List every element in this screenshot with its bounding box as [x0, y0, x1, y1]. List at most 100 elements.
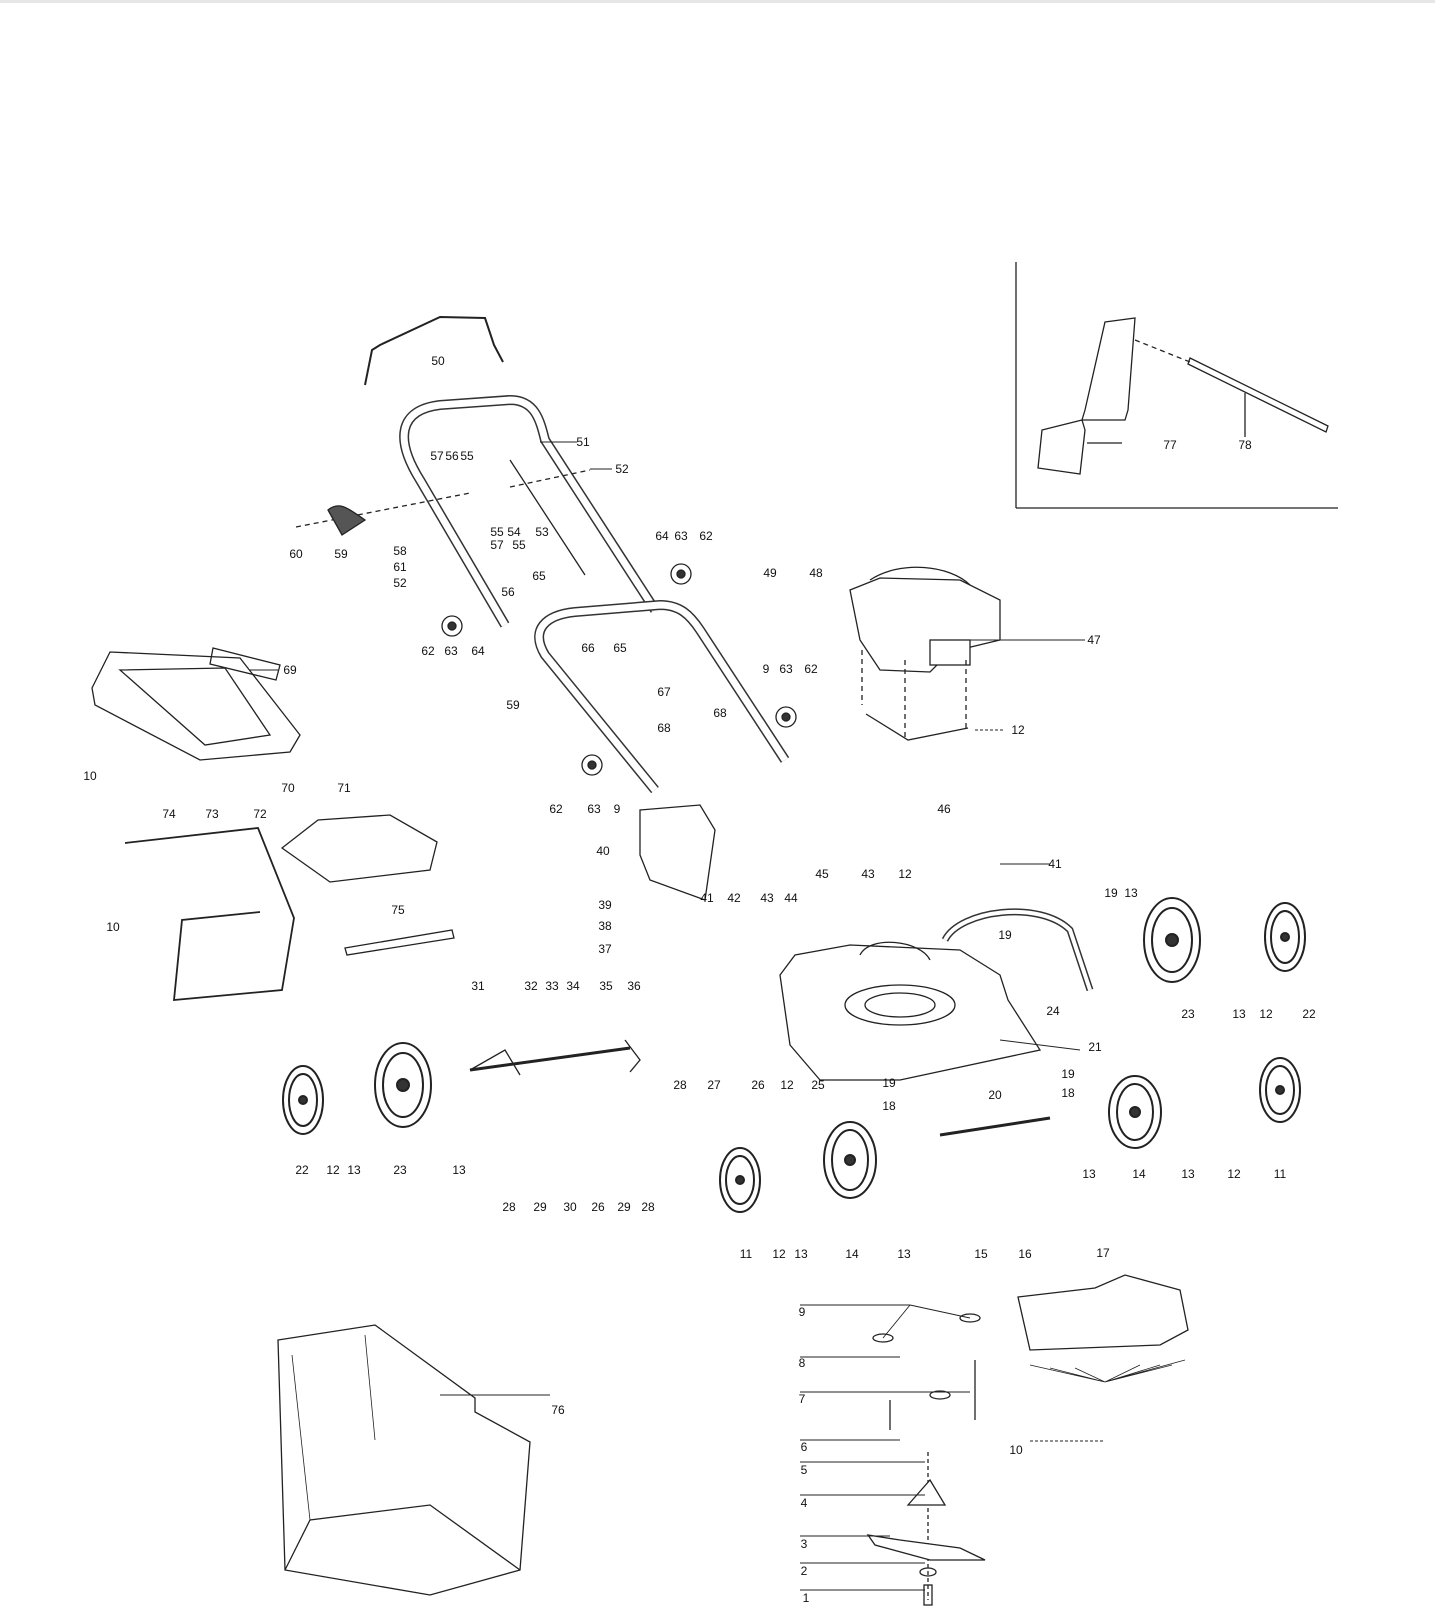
bag-top-shape: [91, 647, 301, 761]
part-number-label: 25: [811, 1078, 825, 1092]
part-number-label: 52: [393, 576, 407, 590]
part-number-label: 52: [615, 462, 629, 476]
leader-lines: [250, 441, 1105, 1591]
part-number-label: 77: [1163, 438, 1177, 452]
part-number-label: 58: [393, 544, 407, 558]
part-number-label: 55: [512, 538, 526, 552]
part-number-label: 68: [657, 721, 671, 735]
part-number-label: 27: [707, 1078, 721, 1092]
part-number-label: 3: [800, 1537, 808, 1551]
part-number-label: 13: [452, 1163, 466, 1177]
part-number-label: 61: [393, 560, 407, 574]
part-number-label: 62: [421, 644, 435, 658]
blade-assembly-shape: [866, 1313, 986, 1606]
part-number-label: 59: [334, 547, 348, 561]
part-number-label: 55: [490, 525, 504, 539]
part-number-label: 9: [613, 802, 621, 816]
engine-shape: [849, 566, 1001, 741]
inset-box: [1015, 262, 1338, 509]
part-number-label: 56: [445, 449, 459, 463]
part-number-label: 41: [1048, 857, 1062, 871]
part-number-label: 9: [762, 662, 770, 676]
part-number-label: 65: [532, 569, 546, 583]
part-number-label: 18: [882, 1099, 896, 1113]
part-number-label: 78: [1238, 438, 1252, 452]
part-number-label: 29: [533, 1200, 547, 1214]
part-number-label: 5: [800, 1463, 808, 1477]
part-number-label: 18: [1061, 1086, 1075, 1100]
part-number-label: 15: [974, 1247, 988, 1261]
part-number-label: 63: [779, 662, 793, 676]
part-number-label: 8: [798, 1356, 806, 1370]
part-number-label: 14: [1132, 1167, 1146, 1181]
part-number-label: 17: [1096, 1246, 1110, 1260]
part-number-label: 10: [106, 920, 120, 934]
part-number-label: 9: [798, 1305, 806, 1319]
part-number-label: 22: [295, 1163, 309, 1177]
bag-frame-shape: [124, 827, 295, 1001]
part-number-label: 7: [798, 1392, 806, 1406]
part-number-label: 62: [804, 662, 818, 676]
part-number-label: 49: [763, 566, 777, 580]
part-number-label: 19: [882, 1076, 896, 1090]
part-number-label: 31: [471, 979, 485, 993]
part-number-label: 73: [205, 807, 219, 821]
part-number-label: 64: [655, 529, 669, 543]
part-number-label: 13: [347, 1163, 361, 1177]
part-number-label: 32: [524, 979, 538, 993]
part-number-label: 74: [162, 807, 176, 821]
part-number-label: 14: [845, 1247, 859, 1261]
part-number-label: 19: [1104, 886, 1118, 900]
part-number-label: 65: [613, 641, 627, 655]
part-number-label: 1: [802, 1591, 810, 1605]
part-number-label: 71: [337, 781, 351, 795]
part-number-label: 10: [1009, 1443, 1023, 1457]
rear-flap-shape: [280, 814, 438, 883]
part-number-label: 53: [535, 525, 549, 539]
part-number-label: 51: [576, 435, 590, 449]
part-number-label: 67: [657, 685, 671, 699]
grass-bag-shape: [277, 1324, 531, 1596]
part-number-label: 12: [1227, 1167, 1241, 1181]
rear-cover-shape: [1017, 1274, 1189, 1351]
part-number-label: 4: [800, 1496, 808, 1510]
wheels: [282, 897, 1306, 1213]
part-number-label: 63: [674, 529, 688, 543]
part-number-label: 63: [444, 644, 458, 658]
part-number-label: 28: [502, 1200, 516, 1214]
part-number-label: 11: [739, 1247, 753, 1261]
part-number-label: 21: [1088, 1040, 1102, 1054]
part-number-label: 13: [1232, 1007, 1246, 1021]
part-number-label: 56: [501, 585, 515, 599]
part-number-label: 42: [727, 891, 741, 905]
part-number-label: 69: [283, 663, 297, 677]
bail-bar-shape: [364, 315, 504, 386]
part-number-label: 26: [751, 1078, 765, 1092]
part-number-label: 23: [1181, 1007, 1195, 1021]
part-number-label: 12: [326, 1163, 340, 1177]
part-number-label: 62: [549, 802, 563, 816]
part-number-label: 59: [506, 698, 520, 712]
part-number-label: 12: [1011, 723, 1025, 737]
part-number-label: 45: [815, 867, 829, 881]
part-number-label: 75: [391, 903, 405, 917]
part-number-label: 12: [780, 1078, 794, 1092]
part-number-label: 26: [591, 1200, 605, 1214]
part-number-label: 46: [937, 802, 951, 816]
discharge-guard-shape: [639, 804, 716, 901]
part-number-label: 10: [83, 769, 97, 783]
part-number-label: 13: [794, 1247, 808, 1261]
part-number-label: 34: [566, 979, 580, 993]
part-number-label: 2: [800, 1564, 808, 1578]
part-number-label: 55: [460, 449, 474, 463]
part-number-label: 48: [809, 566, 823, 580]
part-number-label: 57: [430, 449, 444, 463]
part-number-label: 66: [581, 641, 595, 655]
part-number-label: 28: [641, 1200, 655, 1214]
part-number-label: 30: [563, 1200, 577, 1214]
part-number-label: 12: [1259, 1007, 1273, 1021]
part-number-label: 63: [587, 802, 601, 816]
part-number-label: 70: [281, 781, 295, 795]
